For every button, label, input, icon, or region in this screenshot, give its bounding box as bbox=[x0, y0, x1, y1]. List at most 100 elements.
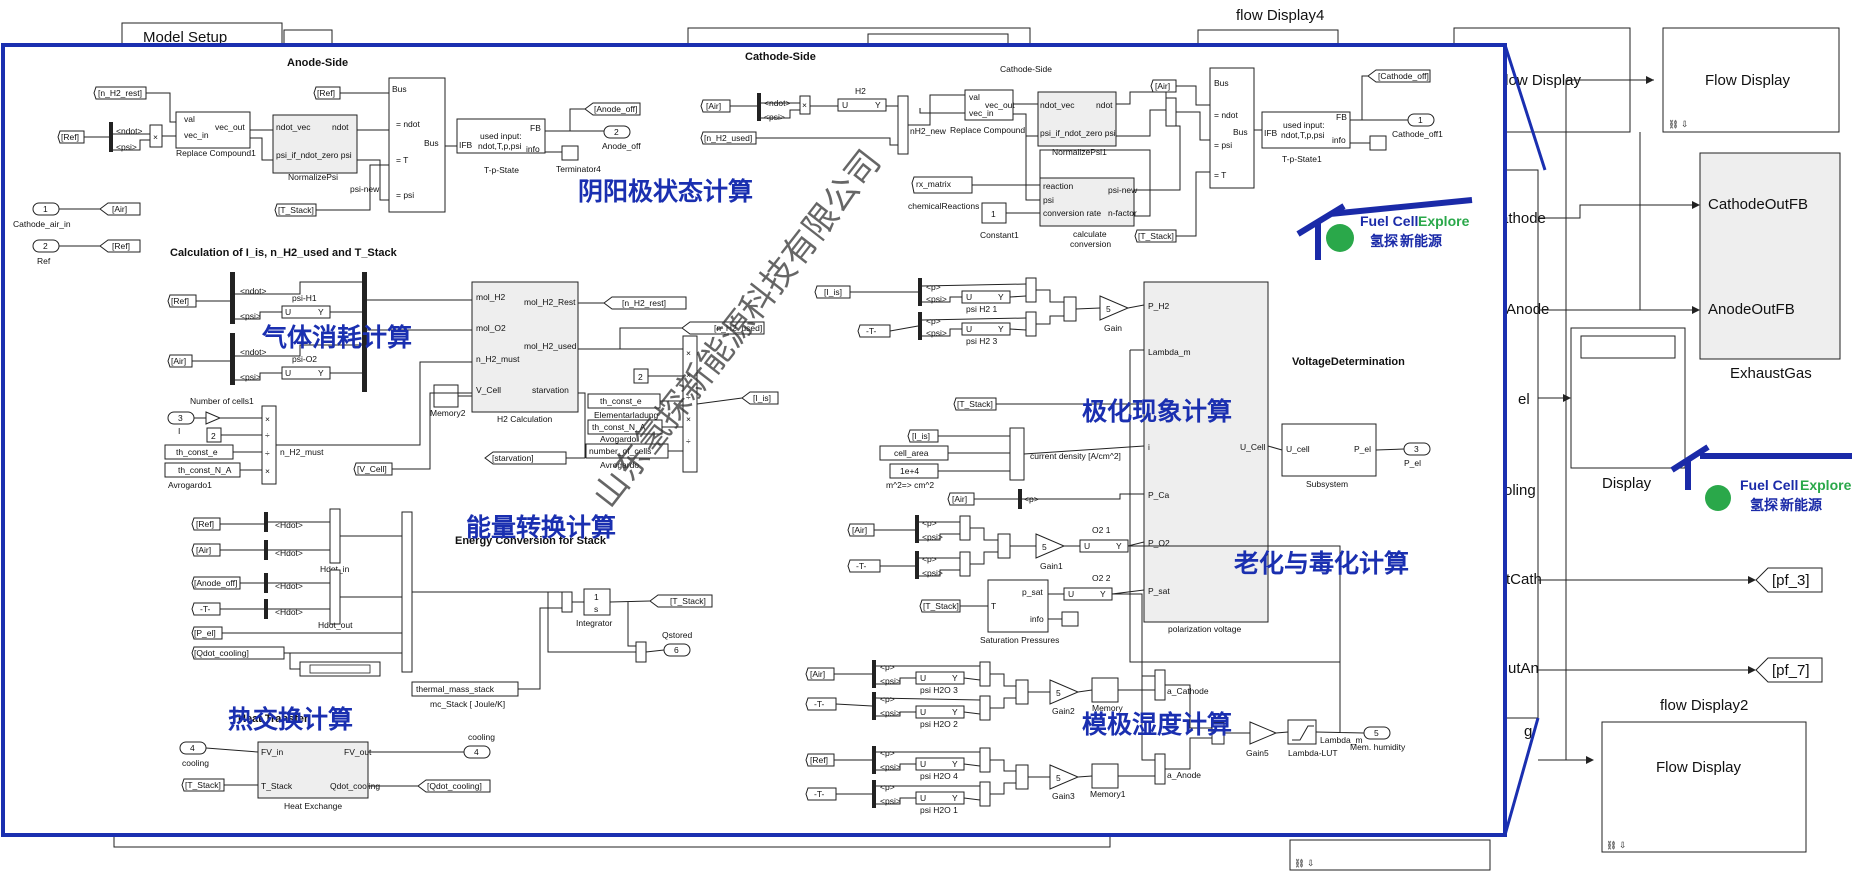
sum-block[interactable] bbox=[1015, 679, 1029, 705]
product-block[interactable] bbox=[1025, 277, 1037, 303]
product-block[interactable] bbox=[979, 695, 991, 721]
qstored-label: Qstored bbox=[662, 630, 693, 640]
ref-goto-tag[interactable] bbox=[99, 239, 141, 253]
terminator-block[interactable] bbox=[1061, 611, 1079, 627]
y-label: Y bbox=[952, 707, 958, 717]
fv-out-label: FV_out bbox=[344, 747, 372, 757]
cathode-off-tag[interactable] bbox=[1367, 69, 1431, 83]
x-glyph: × bbox=[686, 414, 691, 424]
replace-compound1-block[interactable] bbox=[175, 111, 251, 149]
x-glyph: × bbox=[686, 370, 691, 380]
sum-block[interactable] bbox=[997, 533, 1011, 559]
normalize-psi1-block[interactable] bbox=[1037, 91, 1117, 147]
product-block[interactable] bbox=[561, 591, 573, 613]
logo-en1: Fuel Cell bbox=[1360, 213, 1418, 229]
pf3-label: [pf_3] bbox=[1772, 572, 1810, 589]
arrow-icon bbox=[1692, 201, 1700, 209]
eq-ndot-label: = ndot bbox=[1214, 110, 1239, 120]
memory1-label: Memory1 bbox=[1090, 789, 1126, 799]
outport-2[interactable] bbox=[603, 125, 631, 139]
sum-block[interactable] bbox=[329, 508, 341, 564]
memory2-block[interactable] bbox=[433, 384, 459, 408]
product-block[interactable] bbox=[1165, 97, 1177, 127]
port-g-label: g bbox=[1524, 723, 1532, 740]
saturation-pressures-block[interactable] bbox=[987, 579, 1049, 633]
saturation-pressures-label: Saturation Pressures bbox=[980, 635, 1059, 645]
product-block[interactable] bbox=[979, 661, 991, 687]
pf7-goto-tag[interactable] bbox=[1755, 657, 1823, 683]
product-block[interactable] bbox=[635, 641, 647, 663]
vec-out-label: vec_out bbox=[985, 100, 1015, 110]
psi-h2o-3-label: psi H2O 3 bbox=[920, 685, 958, 695]
sum-block[interactable] bbox=[897, 95, 909, 155]
product-block[interactable] bbox=[799, 95, 811, 115]
tp-state1-block[interactable] bbox=[1261, 111, 1351, 149]
fuel-cell-explore-logo-inset: Fuel Cell Explore 氢探 新能源 bbox=[1296, 197, 1473, 260]
h2-calculation-block[interactable] bbox=[471, 281, 579, 413]
avog-const-label: th_const_N_A bbox=[592, 422, 646, 432]
qdot-cooling-goto[interactable] bbox=[417, 779, 491, 793]
m2cm2-label: m^2=> cm^2 bbox=[886, 480, 934, 490]
sum-block[interactable] bbox=[1015, 764, 1029, 790]
bus-bar bbox=[872, 660, 876, 688]
memory-label: Memory bbox=[1092, 703, 1123, 713]
heat-exchange-block[interactable] bbox=[257, 741, 369, 799]
num-cells-label: number_of_cells bbox=[589, 446, 651, 456]
tp-state-block[interactable] bbox=[456, 118, 546, 154]
bus-creator-block[interactable] bbox=[388, 77, 446, 213]
sum-block-2[interactable] bbox=[401, 511, 413, 673]
replace-compound-block[interactable] bbox=[964, 89, 1014, 121]
memory-block[interactable] bbox=[1091, 677, 1119, 703]
h2-selector-block[interactable] bbox=[837, 98, 887, 112]
product-block[interactable] bbox=[1025, 311, 1037, 337]
energy-wires bbox=[220, 521, 665, 690]
heat-exchange-label: Heat Exchange bbox=[284, 801, 342, 811]
sum-block[interactable] bbox=[1063, 296, 1077, 322]
calculation-section: Calculation of I_is, n_H2_used and T_Sta… bbox=[164, 247, 779, 490]
subsystem-block[interactable] bbox=[1281, 423, 1377, 477]
product-block[interactable] bbox=[959, 515, 971, 541]
membrane-humidity-section: [Air] -T- [Ref] -T- <p> <psi> <p> <psi> … bbox=[805, 350, 1406, 815]
bus-label: Bus bbox=[1214, 78, 1229, 88]
air-goto-tag[interactable] bbox=[99, 202, 141, 216]
terminator4-block[interactable] bbox=[561, 145, 579, 161]
product-block[interactable] bbox=[1154, 753, 1166, 785]
product-block[interactable] bbox=[959, 551, 971, 577]
calculate-conversion-block[interactable] bbox=[1039, 177, 1135, 227]
link-icon: ⛓ ⇩ bbox=[1668, 119, 1688, 129]
hdot-out-label: Hdot_out bbox=[318, 620, 353, 630]
calc-title: Calculation of I_is, n_H2_used and T_Sta… bbox=[170, 247, 398, 259]
u-label: U bbox=[920, 793, 926, 803]
p-label: <p> bbox=[922, 554, 937, 564]
n-h2-used-goto[interactable] bbox=[681, 321, 765, 335]
psi-h1-label: psi-H1 bbox=[292, 293, 317, 303]
t-stack-from-label: [T_Stack] bbox=[1138, 231, 1174, 241]
polarization-voltage-block[interactable] bbox=[1143, 281, 1269, 623]
n-h2-rest-goto[interactable] bbox=[603, 296, 687, 310]
annotation-heat: 热交换计算 bbox=[228, 705, 353, 734]
product-block[interactable] bbox=[979, 781, 991, 807]
bus-bar bbox=[264, 540, 268, 560]
product-block-2[interactable] bbox=[1009, 427, 1025, 481]
port-el-label: el bbox=[1518, 391, 1530, 408]
t-stack-goto[interactable] bbox=[649, 594, 713, 608]
replace-compound1-label: Replace Compound1 bbox=[176, 148, 256, 158]
flow-display2-block[interactable] bbox=[1601, 721, 1807, 853]
nh2-new-label: nH2_new bbox=[910, 126, 947, 136]
pf3-goto-tag[interactable] bbox=[1755, 567, 1823, 593]
t-from-label-2: -T- bbox=[856, 561, 867, 571]
product-block[interactable] bbox=[1154, 669, 1166, 701]
flow-display-block-b[interactable] bbox=[1662, 27, 1840, 133]
replace-compound-label: Replace Compound bbox=[950, 125, 1025, 135]
exhaust-gas-block[interactable] bbox=[1699, 152, 1841, 360]
normalize-psi-block[interactable] bbox=[272, 114, 358, 174]
y-label: Y bbox=[318, 307, 324, 317]
i-is-goto[interactable] bbox=[741, 391, 779, 405]
eq-t-label: = T bbox=[396, 155, 408, 165]
anode-off-tag[interactable] bbox=[584, 102, 641, 116]
product-block[interactable] bbox=[979, 747, 991, 773]
bus-creator-block[interactable] bbox=[1209, 67, 1255, 189]
sum-block[interactable] bbox=[329, 569, 341, 625]
terminator-block[interactable] bbox=[1369, 135, 1387, 151]
memory1-block[interactable] bbox=[1091, 763, 1119, 789]
